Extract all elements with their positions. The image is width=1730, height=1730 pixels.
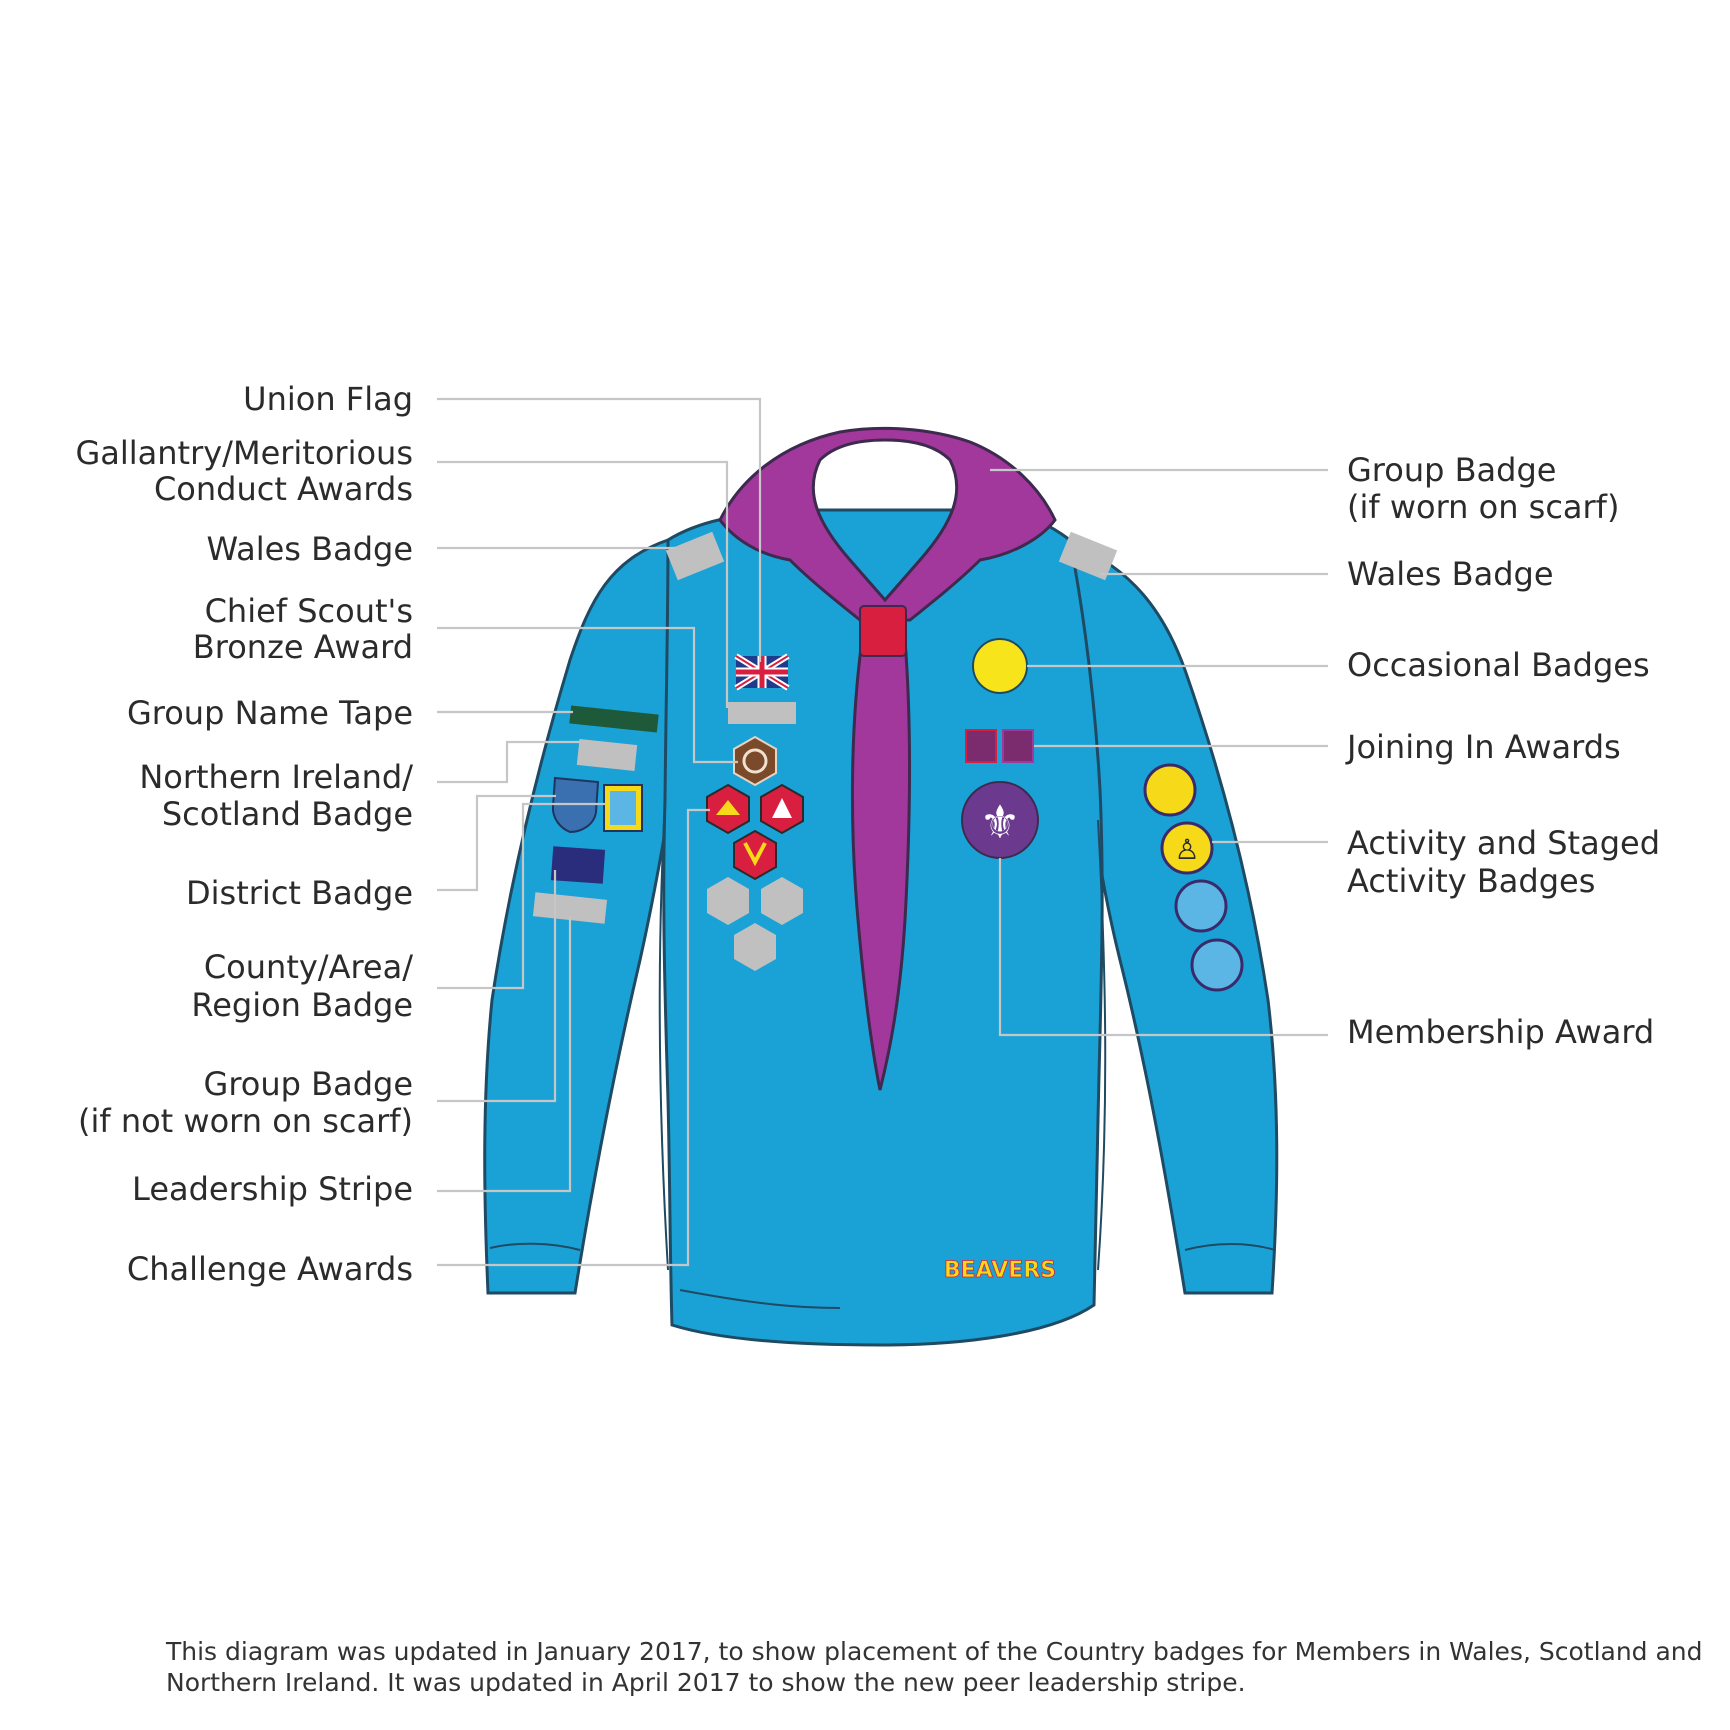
left-sleeve-seam <box>658 799 669 1271</box>
activity-badge-1 <box>1143 763 1197 817</box>
leader-group-badge-left <box>437 870 557 1103</box>
label-group-badge-left-line1: Group Badge <box>204 1065 413 1103</box>
hem-line <box>679 1289 841 1309</box>
left-cuff-line <box>489 1242 581 1251</box>
gallantry-awards-placeholder <box>728 702 796 724</box>
left-labels: Union Flag Gallantry/Meritorious Conduct… <box>75 380 413 1288</box>
label-leadership-stripe: Leadership Stripe <box>132 1170 413 1208</box>
right-cuff-line <box>1184 1243 1276 1251</box>
ni-scotland-placeholder <box>576 739 638 771</box>
scarf-collar <box>718 426 1057 622</box>
beavers-logo: BEAVERS <box>944 1258 1056 1283</box>
label-gallantry-line2: Conduct Awards <box>154 470 413 508</box>
left-sleeve-badges <box>532 705 659 924</box>
label-challenge: Challenge Awards <box>127 1250 413 1288</box>
label-joining-in: Joining In Awards <box>1345 728 1621 766</box>
leader-district <box>437 794 556 892</box>
leader-union-flag <box>437 397 762 662</box>
fleur-de-lis-icon: ⚜ <box>979 795 1020 849</box>
label-wales-left: Wales Badge <box>207 530 414 568</box>
label-gallantry-line1: Gallantry/Meritorious <box>75 434 413 472</box>
county-badge-inner <box>610 791 636 825</box>
occasional-badge <box>972 638 1028 694</box>
joining-in-award-2 <box>1002 729 1034 763</box>
leadership-stripe <box>532 892 608 924</box>
challenge-placeholder-3 <box>734 923 776 971</box>
activity-badge-3 <box>1174 879 1228 933</box>
right-sleeve <box>1058 537 1279 1295</box>
label-district: District Badge <box>186 874 413 912</box>
activity-person-icon: ♙ <box>1174 833 1199 866</box>
activity-badges: ♙ <box>1143 763 1244 992</box>
leader-ni-scotland <box>437 740 580 784</box>
label-group-name-tape: Group Name Tape <box>127 694 413 732</box>
challenge-award-hex-3 <box>733 829 777 881</box>
group-badge-left <box>550 846 606 884</box>
leader-membership <box>998 858 1328 1037</box>
scarf <box>718 426 1057 1091</box>
scarf-tails <box>850 638 912 1091</box>
label-ni-scotland-line2: Scotland Badge <box>162 795 413 833</box>
challenge-emblem-3-icon <box>743 842 767 867</box>
leader-chief-scout <box>437 626 738 764</box>
activity-badge-4 <box>1190 938 1244 992</box>
challenge-emblem-1-icon <box>716 800 740 815</box>
label-chief-scout-line2: Bronze Award <box>193 628 413 666</box>
label-group-badge-left-line2: (if not worn on scarf) <box>78 1102 413 1140</box>
label-chief-scout-line1: Chief Scout's <box>205 592 413 630</box>
footnote-line1: This diagram was updated in January 2017… <box>165 1637 1703 1666</box>
leader-county <box>437 802 606 990</box>
chief-scouts-bronze-award <box>733 735 777 787</box>
right-labels: Group Badge (if worn on scarf) Wales Bad… <box>1345 451 1660 1051</box>
label-wales-right: Wales Badge <box>1347 555 1554 593</box>
challenge-placeholder-1 <box>707 877 749 925</box>
label-union-flag: Union Flag <box>243 380 413 418</box>
right-sleeve-seam <box>1097 819 1107 1271</box>
wales-badge-left-shoulder <box>665 531 725 581</box>
challenge-awards <box>706 735 804 971</box>
leader-challenge <box>437 808 710 1267</box>
label-group-badge-right-line2: (if worn on scarf) <box>1347 488 1619 526</box>
wales-badge-right-shoulder <box>1058 531 1118 581</box>
label-group-badge-right-line1: Group Badge <box>1347 451 1556 489</box>
union-flag-icon <box>734 653 790 691</box>
label-activity-line2: Activity Badges <box>1347 862 1595 900</box>
label-activity-line1: Activity and Staged <box>1347 824 1660 862</box>
label-occasional: Occasional Badges <box>1347 646 1650 684</box>
label-ni-scotland-line1: Northern Ireland/ <box>139 758 413 796</box>
challenge-emblem-2-icon <box>772 798 792 818</box>
bronze-award-emblem-icon <box>742 748 768 774</box>
activity-badge-2 <box>1160 821 1214 875</box>
group-name-tape <box>569 705 659 733</box>
footnote-line2: Northern Ireland. It was updated in Apri… <box>166 1668 1246 1697</box>
label-membership: Membership Award <box>1347 1013 1654 1051</box>
leader-lines <box>437 397 1328 1267</box>
joining-in-award-1 <box>965 729 997 763</box>
leader-leadership-stripe <box>437 916 572 1193</box>
label-county-line1: County/Area/ <box>204 948 413 986</box>
label-county-line2: Region Badge <box>191 986 413 1024</box>
leader-gallantry <box>437 460 729 708</box>
challenge-placeholder-2 <box>761 877 803 925</box>
woggle <box>859 605 907 657</box>
